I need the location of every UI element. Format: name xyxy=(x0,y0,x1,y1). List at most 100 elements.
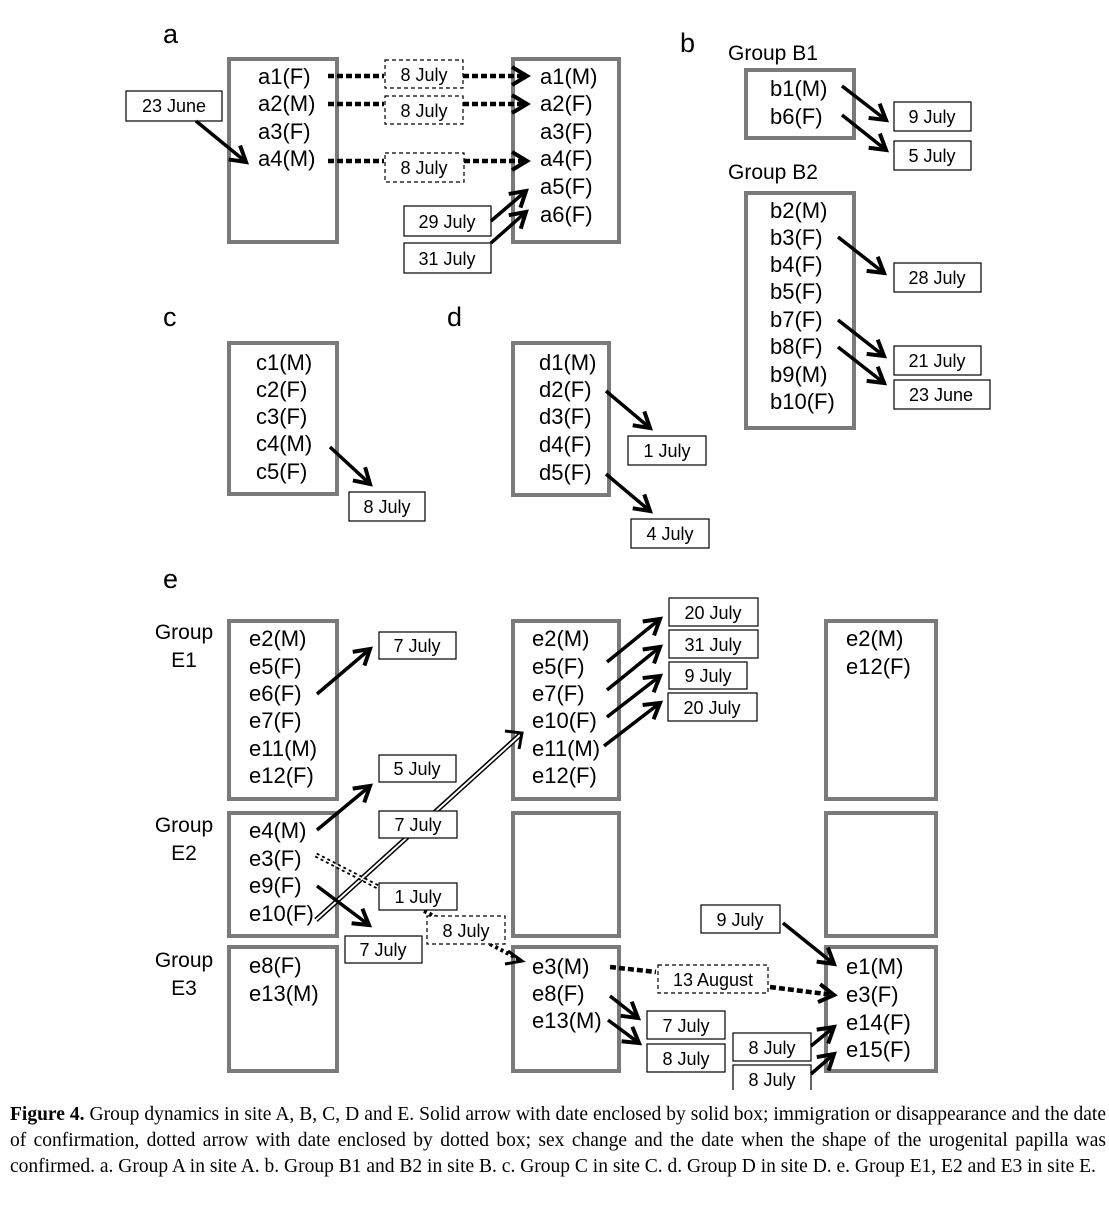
solid-arrow xyxy=(809,1024,837,1048)
member-c5: c5(F) xyxy=(256,459,307,484)
group-e3-t2-members: e3(M) e8(F) e13(M) xyxy=(532,954,602,1033)
group-e3-title-line2: E3 xyxy=(171,977,197,1000)
date-box-dashed xyxy=(384,152,465,183)
date-box xyxy=(732,1032,812,1062)
member-e13: e13(M) xyxy=(532,1008,602,1033)
solid-arrow xyxy=(840,84,890,123)
member-e15: e15(F) xyxy=(846,1037,911,1062)
date-box xyxy=(378,810,458,839)
date-label: 23 June xyxy=(142,96,206,116)
member-d3: d3(F) xyxy=(539,404,592,429)
member-e5: e5(F) xyxy=(532,654,585,679)
group-e1-box-t1 xyxy=(227,619,339,801)
member-a3-after: a3(F) xyxy=(540,119,593,144)
member-e10: e10(F) xyxy=(249,901,314,926)
panel-a: a a1(F) a2(M) a3(F) a4(M) a1(M) a2(F) a3… xyxy=(125,19,621,274)
group-e1-title-line2: E1 xyxy=(171,649,197,672)
date-label: 8 July xyxy=(442,921,489,941)
date-box xyxy=(893,140,972,171)
member-e8: e8(F) xyxy=(532,981,585,1006)
group-e2-t1-members: e4(M) e3(F) e9(F) e10(F) xyxy=(249,818,314,926)
solid-arrow xyxy=(604,472,653,514)
member-b1: b1(M) xyxy=(770,76,827,101)
member-b5: b5(F) xyxy=(770,279,823,304)
member-e10: e10(F) xyxy=(532,708,597,733)
member-c1: c1(M) xyxy=(256,350,312,375)
group-e3-box-t2 xyxy=(511,945,621,1073)
group-c-box xyxy=(227,341,339,496)
member-e12: e12(F) xyxy=(846,654,911,679)
date-label: 4 July xyxy=(646,524,693,544)
member-e3: e3(F) xyxy=(249,846,302,871)
solid-arrow xyxy=(328,445,373,487)
date-box-dashed xyxy=(657,964,769,994)
member-e2: e2(M) xyxy=(249,626,306,651)
date-label: 8 July xyxy=(400,101,447,121)
member-e9: e9(F) xyxy=(249,873,302,898)
panel-label-a: a xyxy=(163,19,179,49)
group-e2-box-t3 xyxy=(824,811,938,938)
group-d-box xyxy=(511,341,611,497)
date-label: 5 July xyxy=(393,759,440,779)
date-label: 9 July xyxy=(908,107,955,127)
panel-label-e: e xyxy=(163,564,178,594)
member-c4: c4(M) xyxy=(256,431,312,456)
member-e3: e3(M) xyxy=(532,954,589,979)
group-e3-t1-members: e8(F) e13(M) xyxy=(249,953,319,1006)
member-b8: b8(F) xyxy=(770,334,823,359)
member-e14: e14(F) xyxy=(846,1010,911,1035)
member-a4: a4(M) xyxy=(258,146,315,171)
member-d5: d5(F) xyxy=(539,460,592,485)
member-e2: e2(M) xyxy=(532,626,589,651)
group-e2-title-line1: Group xyxy=(155,814,213,837)
dotted-arrow xyxy=(769,982,838,1004)
date-box xyxy=(893,262,982,293)
member-e12: e12(F) xyxy=(249,763,314,788)
solid-arrow xyxy=(836,318,888,359)
member-c3: c3(F) xyxy=(256,404,307,429)
double-dotted-segment xyxy=(423,909,437,919)
panel-c: c c1(M) c2(F) c3(F) c4(M) c5(F) 8 July xyxy=(163,302,426,522)
date-label: 1 July xyxy=(394,887,441,907)
date-label: 23 June xyxy=(909,385,973,405)
member-e7: e7(F) xyxy=(532,681,585,706)
group-e1-box-t3 xyxy=(824,619,938,801)
date-label: 13 August xyxy=(673,970,753,990)
date-box xyxy=(893,101,972,132)
group-e1-box-t2 xyxy=(511,619,621,801)
solid-arrow xyxy=(315,646,373,696)
date-box xyxy=(378,631,457,660)
member-a6-after: a6(F) xyxy=(540,202,593,227)
group-b1-title: Group B1 xyxy=(728,42,818,65)
date-label: 7 July xyxy=(394,815,441,835)
date-box xyxy=(125,90,223,122)
member-c2: c2(F) xyxy=(256,377,307,402)
member-d1: d1(M) xyxy=(539,350,596,375)
date-box xyxy=(646,1010,726,1040)
caption-text: Group dynamics in site A, B, C, D and E.… xyxy=(10,1104,1106,1177)
solid-arrow xyxy=(605,644,664,692)
solid-arrow xyxy=(781,921,838,967)
solid-arrow xyxy=(608,994,642,1021)
date-box xyxy=(378,882,458,911)
solid-arrow xyxy=(809,1051,837,1076)
member-a1-after: a1(M) xyxy=(540,64,597,89)
group-b1-box xyxy=(744,68,856,140)
member-b9: b9(M) xyxy=(770,362,827,387)
group-b2-members: b2(M) b3(F) b4(F) b5(F) b7(F) b8(F) b9(M… xyxy=(770,198,835,414)
panel-label-d: d xyxy=(447,302,462,332)
group-e1-t3-members: e2(M) e12(F) xyxy=(846,626,911,679)
date-label: 8 July xyxy=(400,158,447,178)
panel-e: e Group E1 Group E2 Group E3 e2(M) e5(F)… xyxy=(155,564,938,1090)
date-box xyxy=(403,205,492,237)
arrowhead xyxy=(504,949,526,966)
date-box xyxy=(646,1043,726,1073)
member-e3: e3(F) xyxy=(846,982,899,1007)
member-e13: e13(M) xyxy=(249,981,319,1006)
date-label: 5 July xyxy=(908,146,955,166)
solid-arrow xyxy=(315,884,373,928)
date-box-dashed xyxy=(384,95,464,125)
date-label: 7 July xyxy=(359,940,406,960)
figure-caption: Figure 4. Group dynamics in site A, B, C… xyxy=(10,1102,1106,1180)
date-box xyxy=(893,345,982,376)
